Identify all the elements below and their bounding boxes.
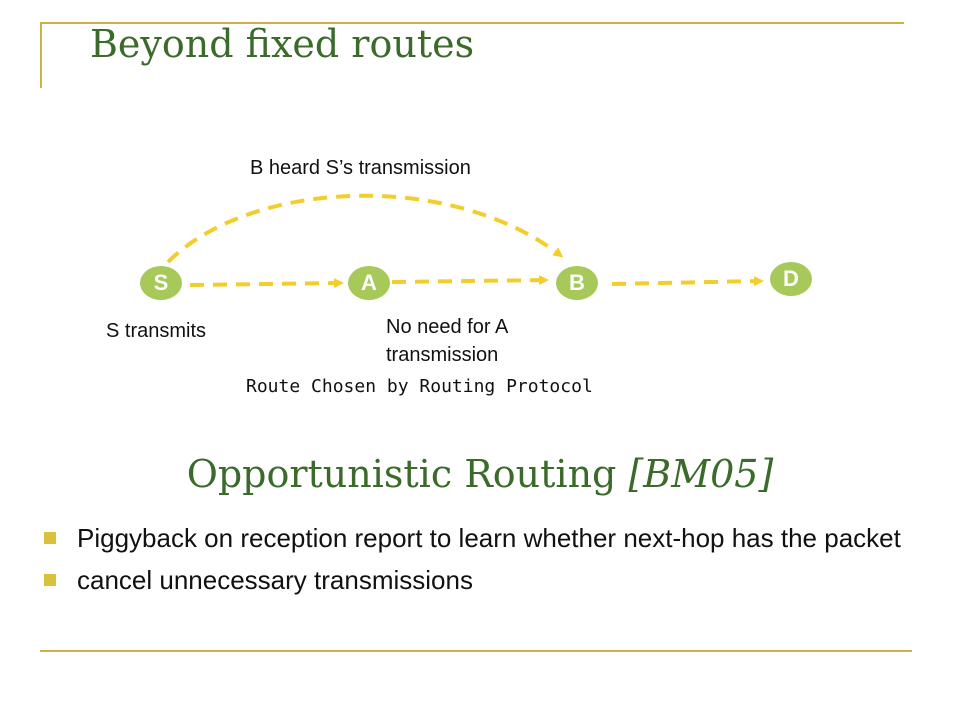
bullet-square-icon <box>44 532 56 544</box>
bullet-text: cancel unnecessary transmissions <box>77 565 473 595</box>
arrow-s-to-a <box>189 278 344 289</box>
section-heading: Opportunistic Routing [BM05] <box>0 452 960 496</box>
node-d: D <box>770 262 812 296</box>
label-s-transmits: S transmits <box>106 320 207 342</box>
label-b-heard: B heard S’s transmission <box>250 157 471 179</box>
section-heading-main: Opportunistic Routing <box>186 452 629 496</box>
slide-title: Beyond fixed routes <box>90 22 475 66</box>
bullet-square-icon <box>44 574 56 586</box>
bullet-text: Piggyback on reception report to learn w… <box>77 523 901 553</box>
bullet-item: Piggyback on reception report to learn w… <box>44 523 904 553</box>
bottom-rule <box>40 650 912 652</box>
section-heading-citation: [BM05] <box>628 452 774 496</box>
arrow-a-to-b <box>391 275 549 286</box>
node-s: S <box>140 266 182 300</box>
left-rule <box>40 22 42 88</box>
top-rule <box>40 22 904 24</box>
bullet-item: cancel unnecessary transmissions <box>44 565 904 595</box>
bullet-list: Piggyback on reception report to learn w… <box>44 523 904 607</box>
arrow-b-to-d <box>611 276 764 287</box>
node-a: A <box>348 266 390 300</box>
label-no-need-line1: No need for A <box>386 316 509 338</box>
arrow-s-to-b-overhear <box>166 193 564 264</box>
label-route-chosen: Route Chosen by Routing Protocol <box>246 376 593 397</box>
node-b: B <box>556 266 598 300</box>
label-no-need-line2: transmission <box>386 344 499 366</box>
